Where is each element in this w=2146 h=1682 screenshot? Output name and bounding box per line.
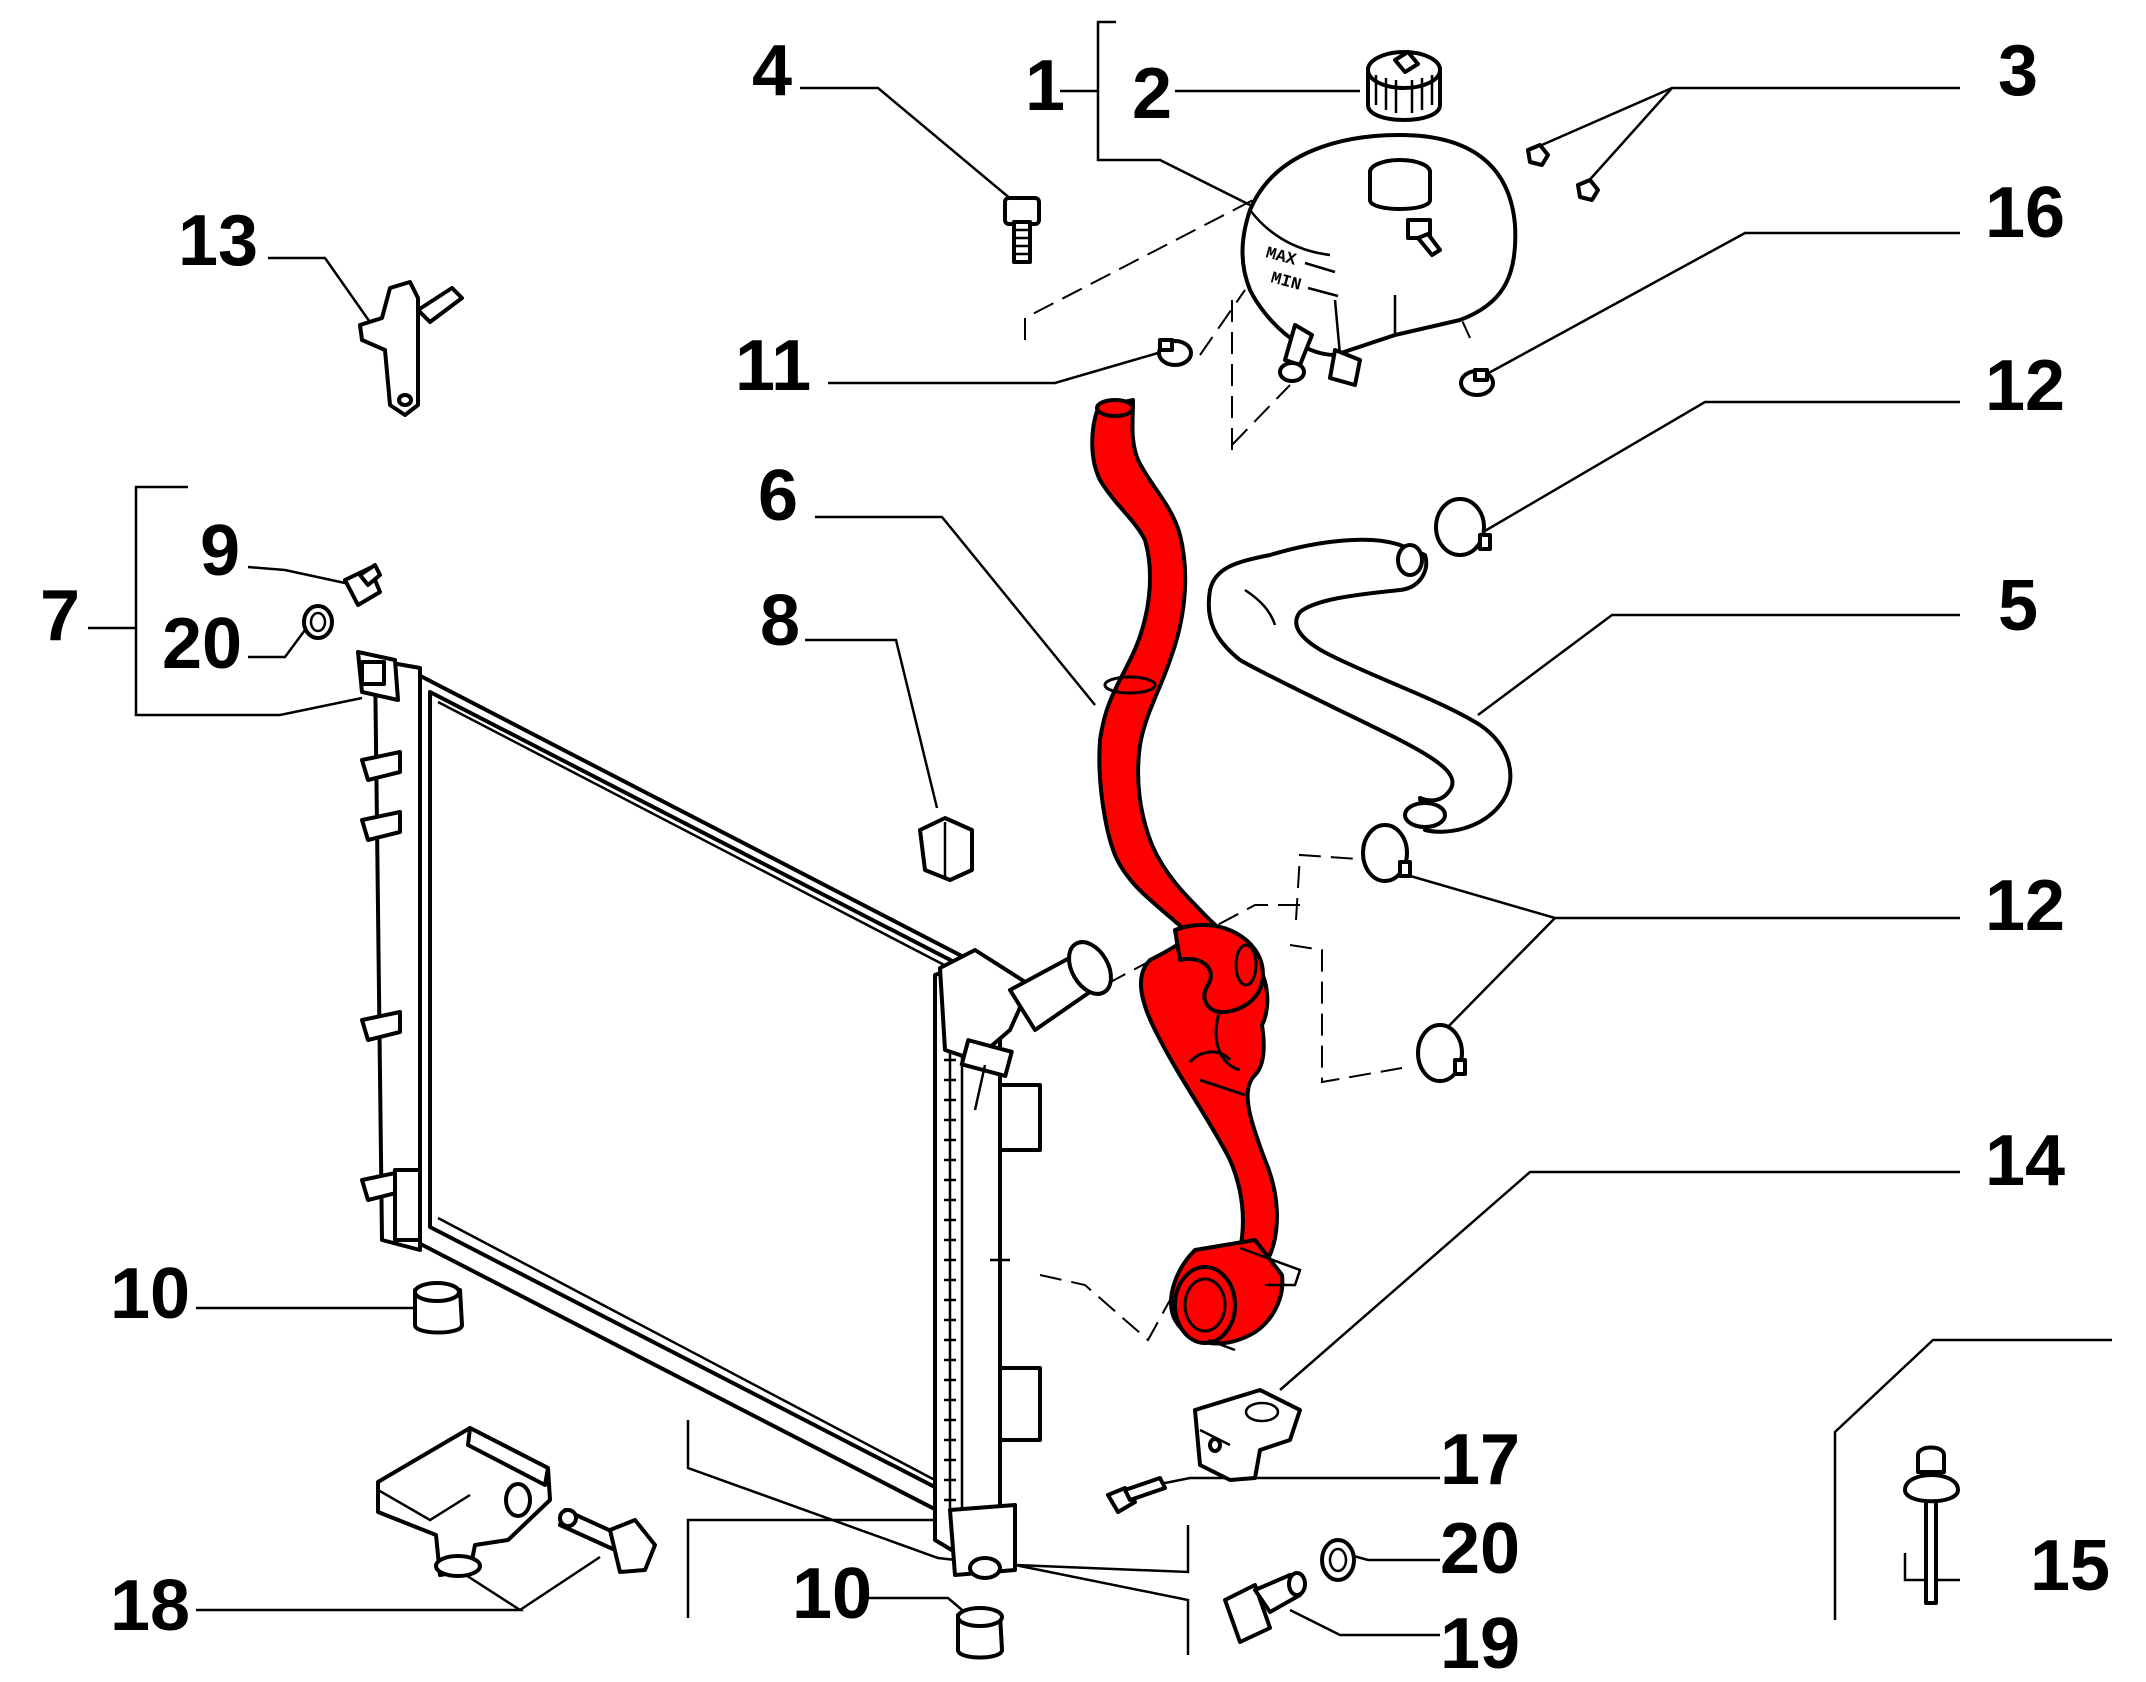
push-pin-15 xyxy=(1903,1445,1960,1605)
bolt-18 xyxy=(558,1508,657,1574)
bracket-13 xyxy=(358,280,464,417)
label-5: 5 xyxy=(1998,566,2038,646)
leader-lines xyxy=(88,20,2112,1655)
pressure-cap xyxy=(1366,50,1442,122)
drain-plug-19 xyxy=(1223,1571,1307,1644)
label-20-left: 20 xyxy=(162,604,242,684)
coolant-hose-6 xyxy=(1090,398,1302,1352)
rubber-mount-10-bottom xyxy=(956,1606,1004,1660)
expansion-tank: MAX MIN xyxy=(1240,133,1518,387)
part-number-labels: 1 2 3 4 5 6 7 8 9 10 10 11 12 12 13 14 1… xyxy=(40,31,2110,1682)
label-4: 4 xyxy=(752,31,792,111)
label-19: 19 xyxy=(1440,1604,1520,1682)
label-8: 8 xyxy=(760,581,800,661)
label-20-right: 20 xyxy=(1440,1509,1520,1589)
washer-20-right xyxy=(1320,1538,1356,1582)
hose-clamps xyxy=(1157,338,1495,1083)
washer-20-left xyxy=(302,604,334,640)
drain-plug-9 xyxy=(343,563,382,607)
label-11: 11 xyxy=(735,326,811,406)
label-7: 7 xyxy=(40,576,80,656)
label-10-bottom: 10 xyxy=(792,1554,872,1634)
nuts xyxy=(1526,143,1600,202)
mount-bracket-18 xyxy=(376,1426,552,1578)
rubber-mount-10-top xyxy=(413,1281,464,1335)
label-12-top: 12 xyxy=(1985,346,2065,426)
bolt-4 xyxy=(1003,196,1041,264)
label-3: 3 xyxy=(1998,31,2038,111)
bracket-14 xyxy=(1193,1388,1302,1482)
bolt-17 xyxy=(1106,1476,1167,1514)
radiator xyxy=(356,650,1113,1580)
label-14: 14 xyxy=(1985,1121,2065,1201)
label-12-middle: 12 xyxy=(1985,866,2065,946)
label-18: 18 xyxy=(110,1566,190,1646)
clip-8 xyxy=(918,816,974,882)
label-10-top: 10 xyxy=(110,1254,190,1334)
upper-hose-5 xyxy=(1206,537,1513,834)
label-2: 2 xyxy=(1132,54,1172,134)
label-6: 6 xyxy=(758,456,798,536)
label-17: 17 xyxy=(1440,1420,1520,1500)
label-1: 1 xyxy=(1025,46,1065,126)
label-16: 16 xyxy=(1985,173,2065,253)
label-15: 15 xyxy=(2030,1526,2110,1606)
label-13: 13 xyxy=(178,201,258,281)
label-9: 9 xyxy=(200,511,240,591)
